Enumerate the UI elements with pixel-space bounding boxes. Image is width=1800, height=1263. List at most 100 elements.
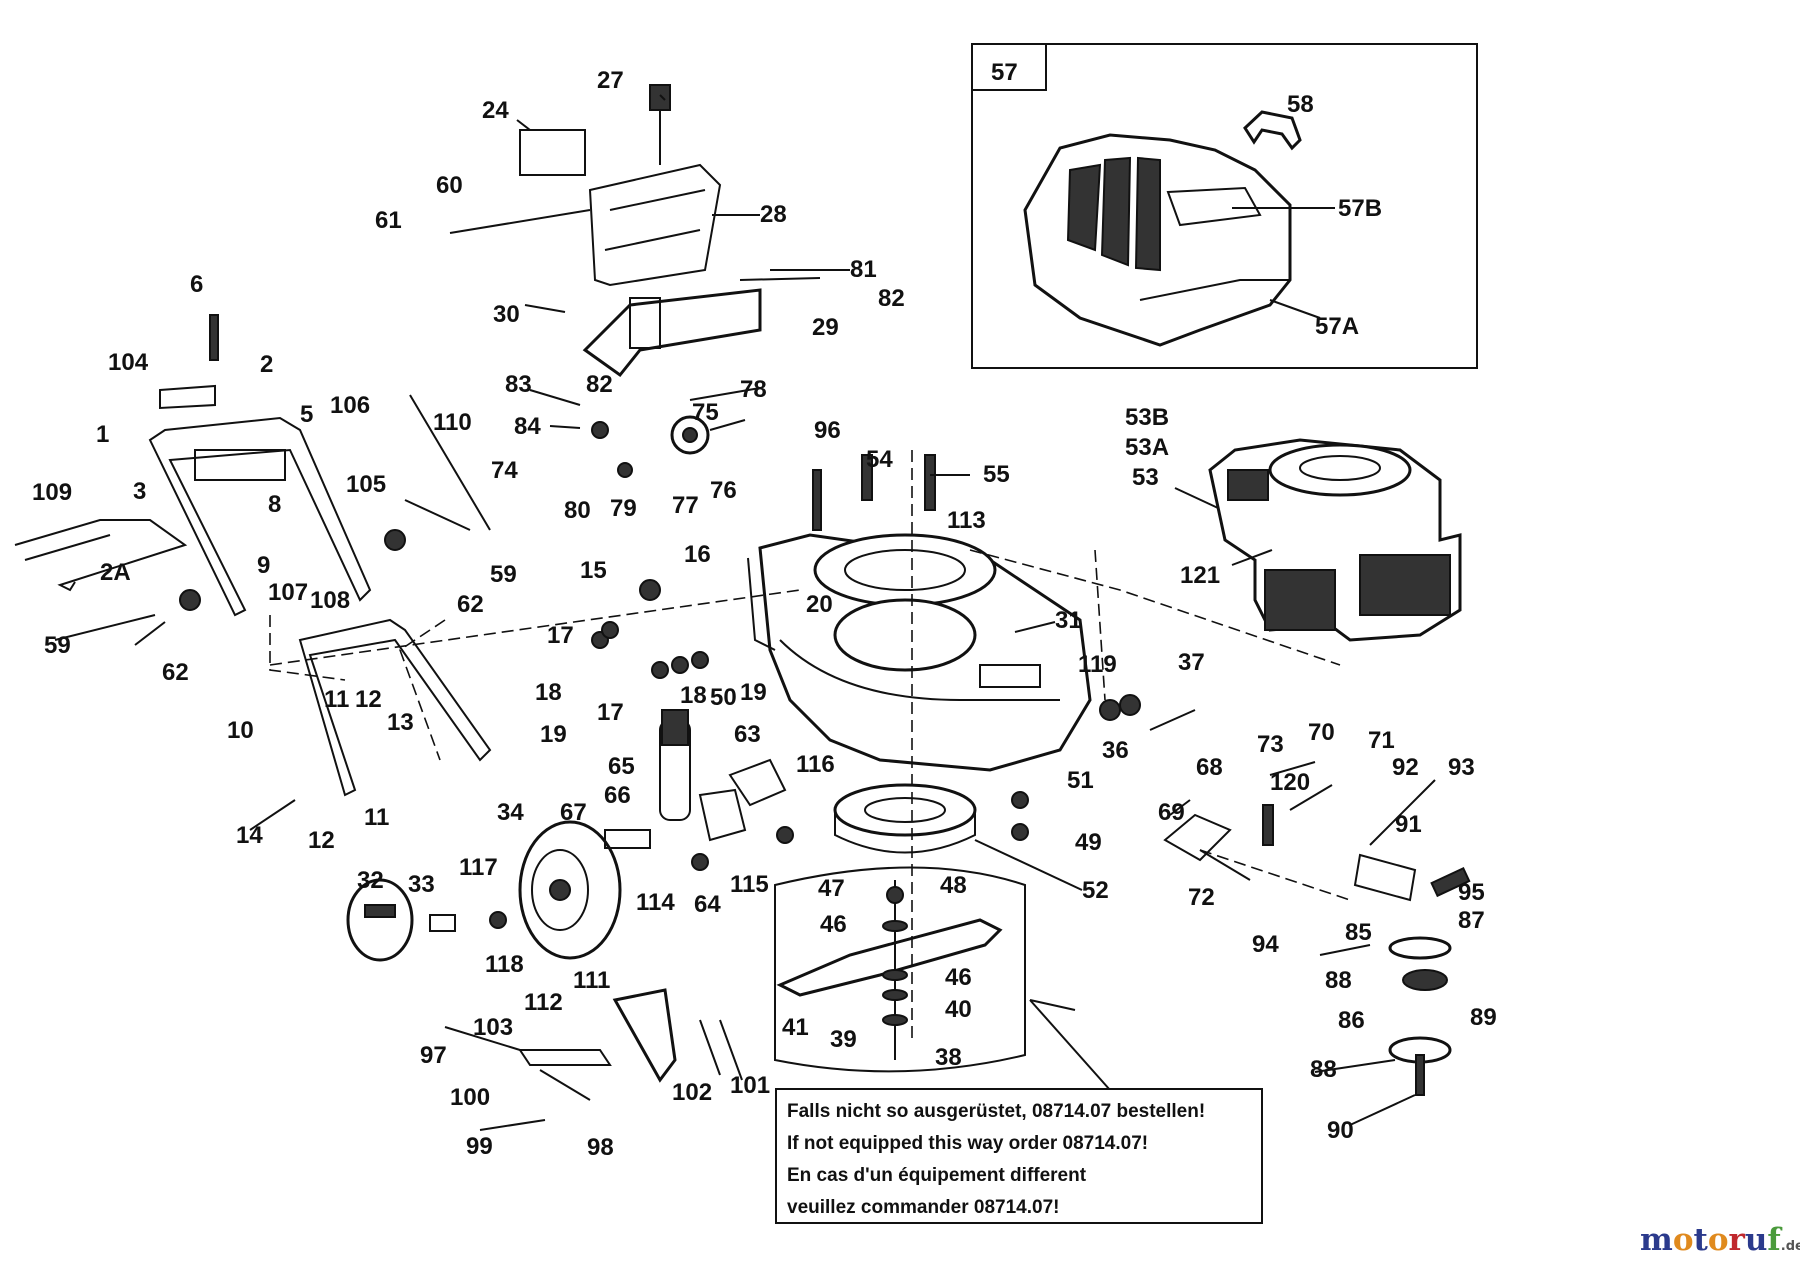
part-label: 15: [580, 557, 607, 584]
part-label: 47: [818, 875, 845, 902]
blade-group: [774, 866, 1111, 1091]
part-label: 57A: [1315, 313, 1359, 340]
part-label: 85: [1345, 919, 1372, 946]
watermark-letter: m: [1640, 1222, 1673, 1258]
part-label: 20: [806, 591, 833, 618]
part-label: 111: [573, 967, 610, 994]
part-label: 103: [473, 1014, 513, 1041]
part-label: 2: [260, 351, 273, 378]
part-label: 41: [782, 1014, 809, 1041]
part-label: 121: [1180, 562, 1220, 589]
part-label: 17: [597, 699, 624, 726]
part-label: 16: [684, 541, 711, 568]
part-label: 113: [947, 507, 986, 534]
misc-fasteners: [54, 394, 1274, 929]
part-label: 66: [604, 782, 631, 809]
part-label: 81: [850, 256, 877, 283]
mower-deck: [747, 533, 1092, 772]
watermark-tld: .de: [1780, 1239, 1800, 1254]
part-label: 57B: [1338, 195, 1382, 222]
part-label: 52: [1082, 877, 1109, 904]
part-label: 95: [1458, 879, 1485, 906]
part-label: 46: [820, 911, 847, 938]
part-label: 91: [1395, 811, 1422, 838]
part-label: 60: [436, 172, 463, 199]
part-labels: 1 2 2A 3 5 6 8 9 10 11 11 12 12 13 14 15…: [32, 67, 1497, 1161]
assembly-dash-lines: [269, 450, 1351, 1040]
part-label: 53: [1132, 464, 1159, 491]
part-label: 27: [597, 67, 624, 94]
part-label: 107: [268, 579, 308, 606]
order-note-line: Falls nicht so ausgerüstet, 08714.07 bes…: [787, 1101, 1206, 1122]
drive-parts-right: [1163, 813, 1471, 1096]
motoruf-watermark: motoruf.de: [1640, 1222, 1800, 1258]
part-label: 79: [610, 495, 637, 522]
part-label: 65: [608, 753, 635, 780]
part-label: 61: [375, 207, 402, 234]
part-label: 102: [672, 1079, 712, 1106]
part-label: 62: [162, 659, 189, 686]
part-label: 94: [1252, 931, 1279, 958]
part-label: 88: [1310, 1056, 1337, 1083]
inset-box-label: 57: [991, 59, 1018, 86]
part-label: 90: [1327, 1117, 1354, 1144]
part-label: 118: [485, 951, 524, 978]
part-label: 68: [1196, 754, 1223, 781]
watermark-letter: u: [1744, 1222, 1768, 1258]
part-label: 5: [300, 401, 313, 428]
part-label: 59: [44, 632, 71, 659]
part-label: 83: [505, 371, 532, 398]
part-label: 1: [96, 421, 109, 448]
part-label: 119: [1078, 651, 1117, 678]
part-label: 71: [1368, 727, 1395, 754]
part-label: 110: [433, 409, 472, 436]
bail-lever: [14, 519, 188, 592]
part-label: 36: [1102, 737, 1129, 764]
part-label: 6: [190, 271, 203, 298]
part-label: 59: [490, 561, 517, 588]
order-note-line: En cas d'un équipement different: [787, 1165, 1087, 1186]
part-label: 99: [466, 1133, 493, 1160]
part-label: 82: [586, 371, 613, 398]
part-label: 32: [357, 867, 384, 894]
part-label: 84: [514, 413, 541, 440]
part-label: 72: [1188, 884, 1215, 911]
catcher-frame: [449, 84, 762, 378]
part-label: 82: [878, 285, 905, 312]
order-note-line: If not equipped this way order 08714.07!: [787, 1133, 1149, 1154]
part-label: 117: [459, 854, 498, 881]
watermark-letter: o: [1672, 1222, 1694, 1258]
height-adjuster: [604, 709, 787, 849]
part-label: 106: [330, 392, 370, 419]
part-label: 93: [1448, 754, 1475, 781]
part-label: 63: [734, 721, 761, 748]
part-label: 115: [730, 871, 769, 898]
part-label: 58: [1287, 91, 1314, 118]
part-label: 105: [346, 471, 386, 498]
part-label: 88: [1325, 967, 1352, 994]
part-label: 19: [540, 721, 567, 748]
watermark-letter: r: [1728, 1222, 1745, 1258]
part-label: 96: [814, 417, 841, 444]
part-label: 75: [692, 399, 719, 426]
order-note-box: Falls nicht so ausgerüstet, 08714.07 bes…: [775, 1088, 1263, 1224]
part-label: 48: [940, 872, 967, 899]
part-label: 2A: [100, 559, 131, 586]
order-note-line: veuillez commander 08714.07!: [787, 1197, 1060, 1218]
part-label: 98: [587, 1134, 614, 1161]
part-label: 37: [1178, 649, 1205, 676]
part-label: 9: [257, 552, 270, 579]
part-label: 30: [493, 301, 520, 328]
part-label: 46: [945, 964, 972, 991]
part-label: 31: [1055, 607, 1082, 634]
part-label: 14: [236, 822, 263, 849]
part-label: 120: [1270, 769, 1310, 796]
part-label: 3: [133, 478, 146, 505]
part-label: 39: [830, 1026, 857, 1053]
part-label: 64: [694, 891, 721, 918]
part-label: 97: [420, 1042, 447, 1069]
part-label: 112: [524, 989, 563, 1016]
part-label: 11: [324, 686, 349, 713]
part-label: 55: [983, 461, 1010, 488]
